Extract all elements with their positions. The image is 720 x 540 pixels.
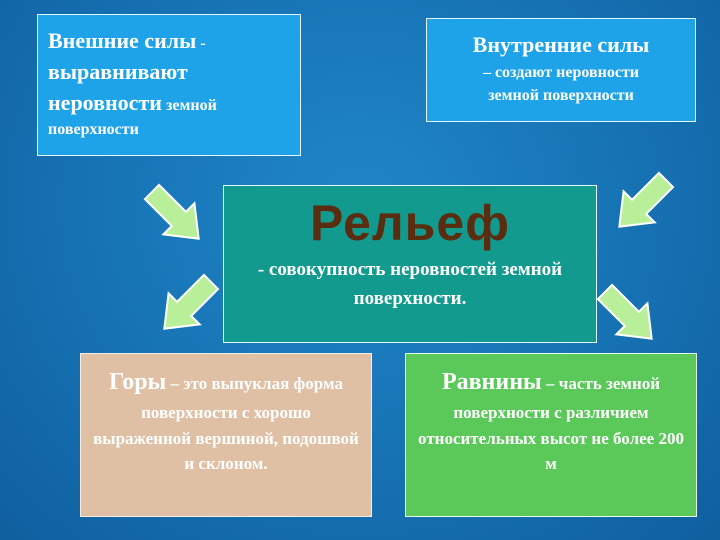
external-forces-box: Внешние силы - выравнивают неровности зе… (37, 14, 301, 156)
external-forces-dash: - (196, 35, 206, 52)
internal-forces-line2: – создают неровности (482, 63, 640, 81)
mountains-box: Горы – это выпуклая форма поверхности с … (80, 353, 372, 517)
external-forces-title: Внешние силы (48, 28, 197, 53)
external-forces-line2: выравнивают (48, 59, 188, 85)
external-forces-line4: поверхности (48, 120, 139, 138)
mountains-text: – это выпуклая форма поверхности с хорош… (93, 374, 359, 473)
plains-heading: Равнины (441, 369, 542, 395)
arrow-external-to-relief-icon (135, 175, 216, 256)
arrow-relief-to-plains-icon (588, 275, 669, 356)
arrow-relief-to-mountains-icon (147, 265, 228, 346)
external-forces-line3: неровности (48, 90, 162, 116)
internal-forces-line3: земной поверхности (488, 87, 634, 105)
internal-forces-box: Внутренние силы – создают неровности зем… (426, 18, 696, 122)
relief-title: Рельеф (310, 195, 510, 251)
external-forces-line3-small: земной (161, 97, 217, 115)
plains-text: – часть земной поверхности с различием о… (418, 374, 684, 473)
plains-box: Равнины – часть земной поверхности с раз… (405, 353, 697, 517)
arrow-internal-to-relief-icon (602, 163, 683, 244)
mountains-heading: Горы (109, 369, 167, 395)
relief-box: Рельеф - совокупность неровностей земной… (223, 185, 597, 343)
internal-forces-title: Внутренние силы (472, 32, 650, 57)
relief-description: - совокупность неровностей земной поверх… (257, 259, 563, 310)
